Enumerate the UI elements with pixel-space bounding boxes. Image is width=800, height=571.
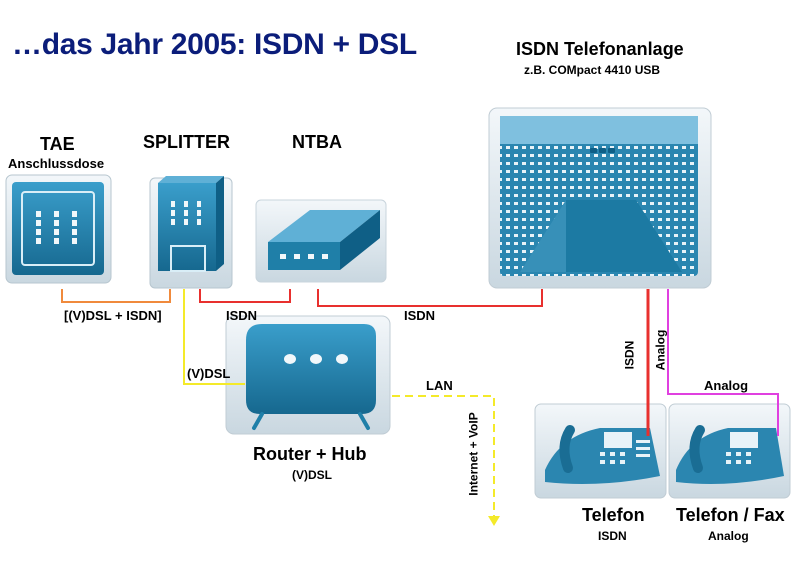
pbx-device xyxy=(488,107,712,289)
pbx-sublabel: z.B. COMpact 4410 USB xyxy=(524,63,661,77)
router-lan-line xyxy=(392,395,495,520)
phone-analog-label: Telefon / Fax xyxy=(676,505,785,525)
ntba-device xyxy=(255,199,387,283)
pbx-analog-line xyxy=(667,289,779,436)
phone-isdn-sublabel: ISDN xyxy=(598,529,627,543)
phone-isdn-label: Telefon xyxy=(582,505,645,525)
router-sublabel: (V)DSL xyxy=(292,468,332,482)
phone-analog-device xyxy=(668,403,791,499)
splitter-router-line xyxy=(183,289,245,385)
pbx-isdn-label: ISDN xyxy=(622,340,637,370)
splitter-ntba-label: ISDN xyxy=(226,308,258,323)
router-lan-label: LAN xyxy=(426,378,453,393)
router-label: Router + Hub xyxy=(253,444,367,464)
splitter-label: SPLITTER xyxy=(143,132,231,152)
phone-isdn-device xyxy=(534,403,667,499)
ntba-label: NTBA xyxy=(292,132,342,152)
router-device xyxy=(225,315,391,435)
splitter-ntba-line xyxy=(199,289,291,303)
internet-voip-label: Internet + VoIP xyxy=(466,412,481,496)
splitter-device xyxy=(149,176,233,289)
analog-phone-label: Analog xyxy=(704,378,749,393)
splitter-router-label: (V)DSL xyxy=(187,366,231,381)
tae-sublabel: Anschlussdose xyxy=(8,156,105,171)
tae-splitter-label: [(V)DSL + ISDN] xyxy=(64,308,162,323)
tae-splitter-line xyxy=(61,289,171,303)
ntba-pbx-label: ISDN xyxy=(404,308,436,323)
phone-analog-sublabel: Analog xyxy=(708,529,749,543)
ntba-pbx-line xyxy=(317,289,543,307)
internet-arrow xyxy=(488,516,500,526)
pbx-analog-label: Analog xyxy=(653,329,668,371)
tae-label: TAE xyxy=(40,134,75,154)
tae-socket xyxy=(5,174,112,284)
pbx-label: ISDN Telefonanlage xyxy=(516,39,684,59)
page-title: …das Jahr 2005: ISDN + DSL xyxy=(12,28,417,61)
